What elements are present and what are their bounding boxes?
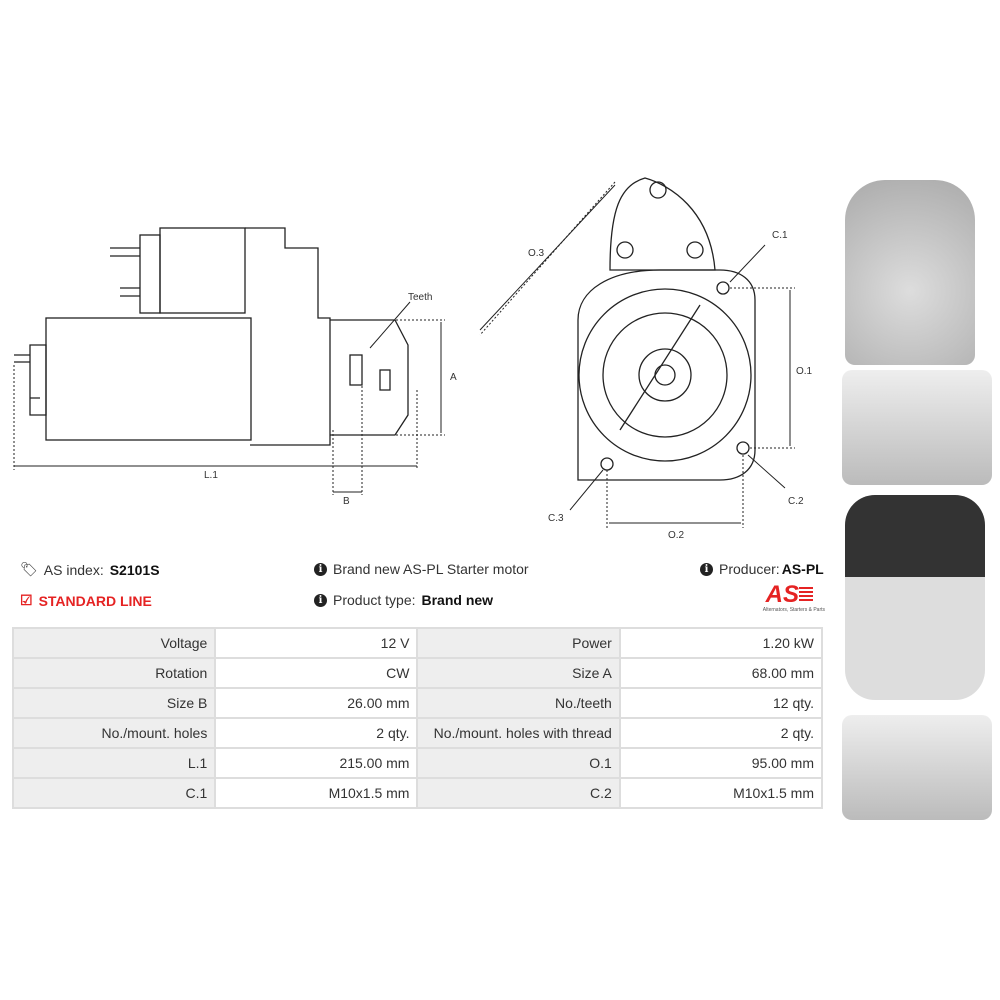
description-text: Brand new AS-PL Starter motor — [333, 561, 529, 577]
spec-value: 2 qty. — [618, 717, 824, 749]
spec-label: No./teeth — [416, 687, 621, 719]
spec-label: O.1 — [416, 747, 621, 779]
spec-label: Voltage — [11, 627, 217, 659]
label-c1: C.1 — [772, 230, 788, 241]
producer-value: AS-PL — [781, 561, 824, 577]
spec-value: 12 V — [214, 627, 419, 659]
product-photo-3 — [845, 495, 985, 700]
as-index-label: AS index: — [43, 561, 104, 578]
as-pl-logo: AS Alternators, Starters & Parts — [762, 581, 825, 614]
label-teeth: Teeth — [408, 292, 433, 303]
label-b: B — [343, 496, 350, 507]
label-o1: O.1 — [796, 366, 813, 377]
as-index: 🏷︎ AS index: S2101S — [20, 561, 160, 578]
checkbox-icon: ☑ — [20, 592, 33, 608]
spec-value: 215.00 mm — [214, 747, 419, 779]
product-photo-2 — [842, 370, 992, 485]
spec-value: 12 qty. — [618, 687, 824, 719]
product-type: i Product type: Brand new — [314, 592, 493, 608]
side-view-drawing — [13, 227, 445, 495]
spec-value: 95.00 mm — [618, 747, 824, 779]
product-type-label: Product type: — [333, 592, 416, 608]
label-c3: C.3 — [548, 513, 564, 524]
label-o2: O.2 — [668, 530, 685, 541]
label-c2: C.2 — [788, 496, 804, 507]
tag-icon: 🏷︎ — [20, 561, 38, 577]
label-l1: L.1 — [204, 470, 218, 481]
spec-label: Size B — [11, 687, 217, 719]
spec-label: No./mount. holes — [11, 717, 217, 749]
spec-label: C.1 — [11, 777, 217, 809]
spec-label: C.2 — [416, 777, 621, 809]
info-icon: i — [700, 562, 713, 576]
label-o3: O.3 — [528, 248, 545, 259]
spec-value: 68.00 mm — [618, 657, 824, 689]
spec-value: CW — [214, 657, 419, 689]
description: i Brand new AS-PL Starter motor — [314, 561, 529, 577]
spec-label: Rotation — [11, 657, 217, 689]
standard-line: ☑ STANDARD LINE — [20, 592, 152, 609]
producer: i Producer: AS-PL — [700, 561, 824, 577]
front-view-drawing — [479, 177, 795, 528]
spec-value: 26.00 mm — [214, 687, 419, 719]
label-a: A — [450, 372, 457, 383]
standard-line-label: STANDARD LINE — [38, 592, 152, 609]
spec-value: 1.20 kW — [618, 627, 824, 659]
spec-value: M10x1.5 mm — [214, 777, 419, 809]
producer-label: Producer: — [719, 561, 780, 577]
spec-label: Size A — [416, 657, 621, 689]
spec-label: L.1 — [11, 747, 217, 779]
spec-label: No./mount. holes with thread — [416, 717, 621, 749]
product-type-value: Brand new — [421, 592, 494, 608]
product-photo-1 — [845, 180, 975, 365]
spec-value: 2 qty. — [214, 717, 419, 749]
as-index-value: S2101S — [109, 561, 160, 578]
spec-value: M10x1.5 mm — [618, 777, 824, 809]
product-photo-4 — [842, 715, 992, 820]
info-icon: i — [314, 593, 327, 607]
info-icon: i — [314, 562, 327, 576]
spec-label: Power — [416, 627, 621, 659]
